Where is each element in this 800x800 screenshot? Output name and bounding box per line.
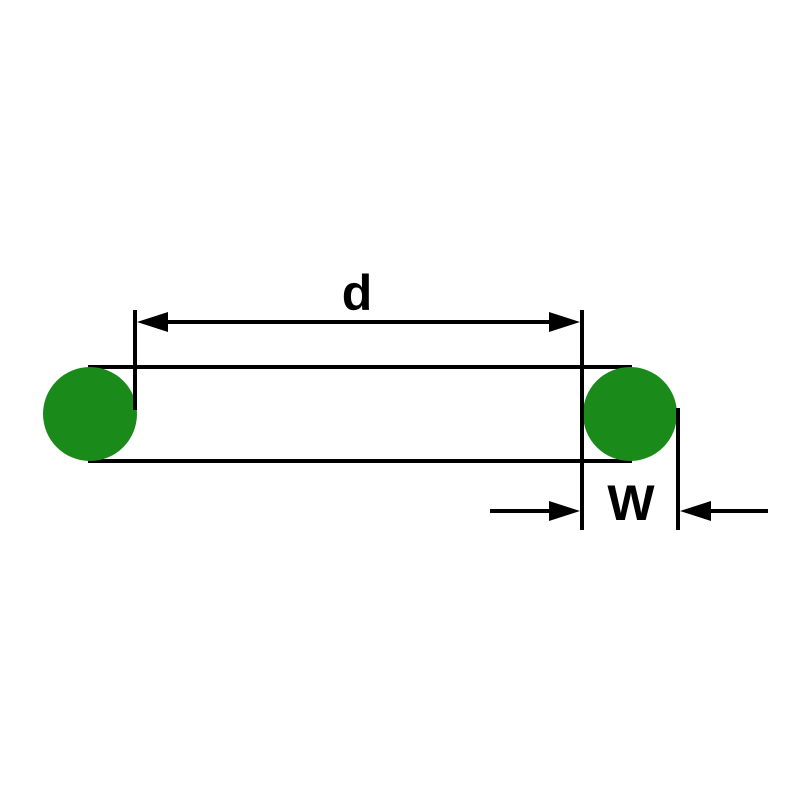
- width-label: W: [607, 475, 655, 531]
- oring-body: [43, 365, 677, 463]
- oring-right-cross-section: [583, 367, 677, 461]
- width-dimension: W: [490, 408, 768, 531]
- arrowhead-left-icon: [137, 312, 168, 332]
- oring-left-cross-section: [43, 367, 137, 461]
- inner-diameter-label: d: [342, 265, 373, 321]
- diameter-dimension: d: [133, 265, 584, 530]
- arrowhead-right-icon: [549, 312, 580, 332]
- width-arrowhead-right-icon: [680, 501, 711, 521]
- width-arrowhead-left-icon: [549, 501, 580, 521]
